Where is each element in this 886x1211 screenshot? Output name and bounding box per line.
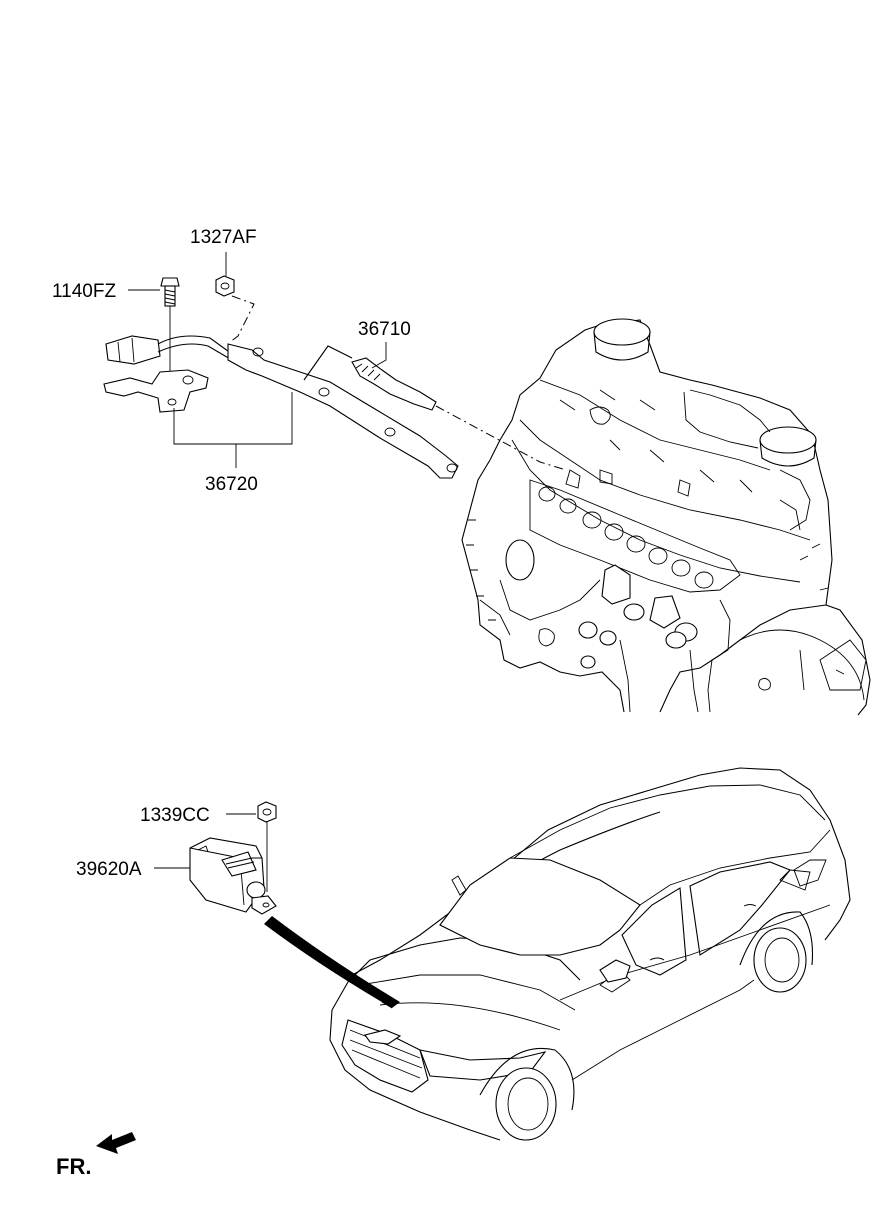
harness-rail [227, 343, 459, 479]
location-arrow [264, 916, 400, 1008]
engine-block [461, 318, 871, 716]
label-1140fz: 1140FZ [52, 281, 116, 302]
label-36720: 36720 [205, 474, 258, 495]
harness-bracket [103, 369, 209, 413]
controller-part [189, 837, 277, 915]
car-illustration [329, 767, 851, 1141]
label-36710: 36710 [358, 319, 411, 340]
label-39620a: 39620A [76, 859, 142, 880]
glow-plug-part [351, 357, 567, 471]
nut-lower-part [257, 801, 277, 892]
glow-controller-assembly [189, 801, 400, 1009]
front-arrow-icon [96, 1132, 136, 1154]
label-1339cc: 1339CC [140, 805, 210, 826]
harness-connector [105, 335, 233, 365]
front-direction-indicator: FR. [56, 1132, 136, 1179]
bolt-part [160, 277, 180, 380]
nut-part [215, 275, 255, 343]
leader-lines [128, 252, 387, 869]
front-label: FR. [56, 1154, 91, 1179]
glow-plug-harness-assembly [103, 275, 567, 479]
label-1327af: 1327AF [190, 227, 257, 248]
